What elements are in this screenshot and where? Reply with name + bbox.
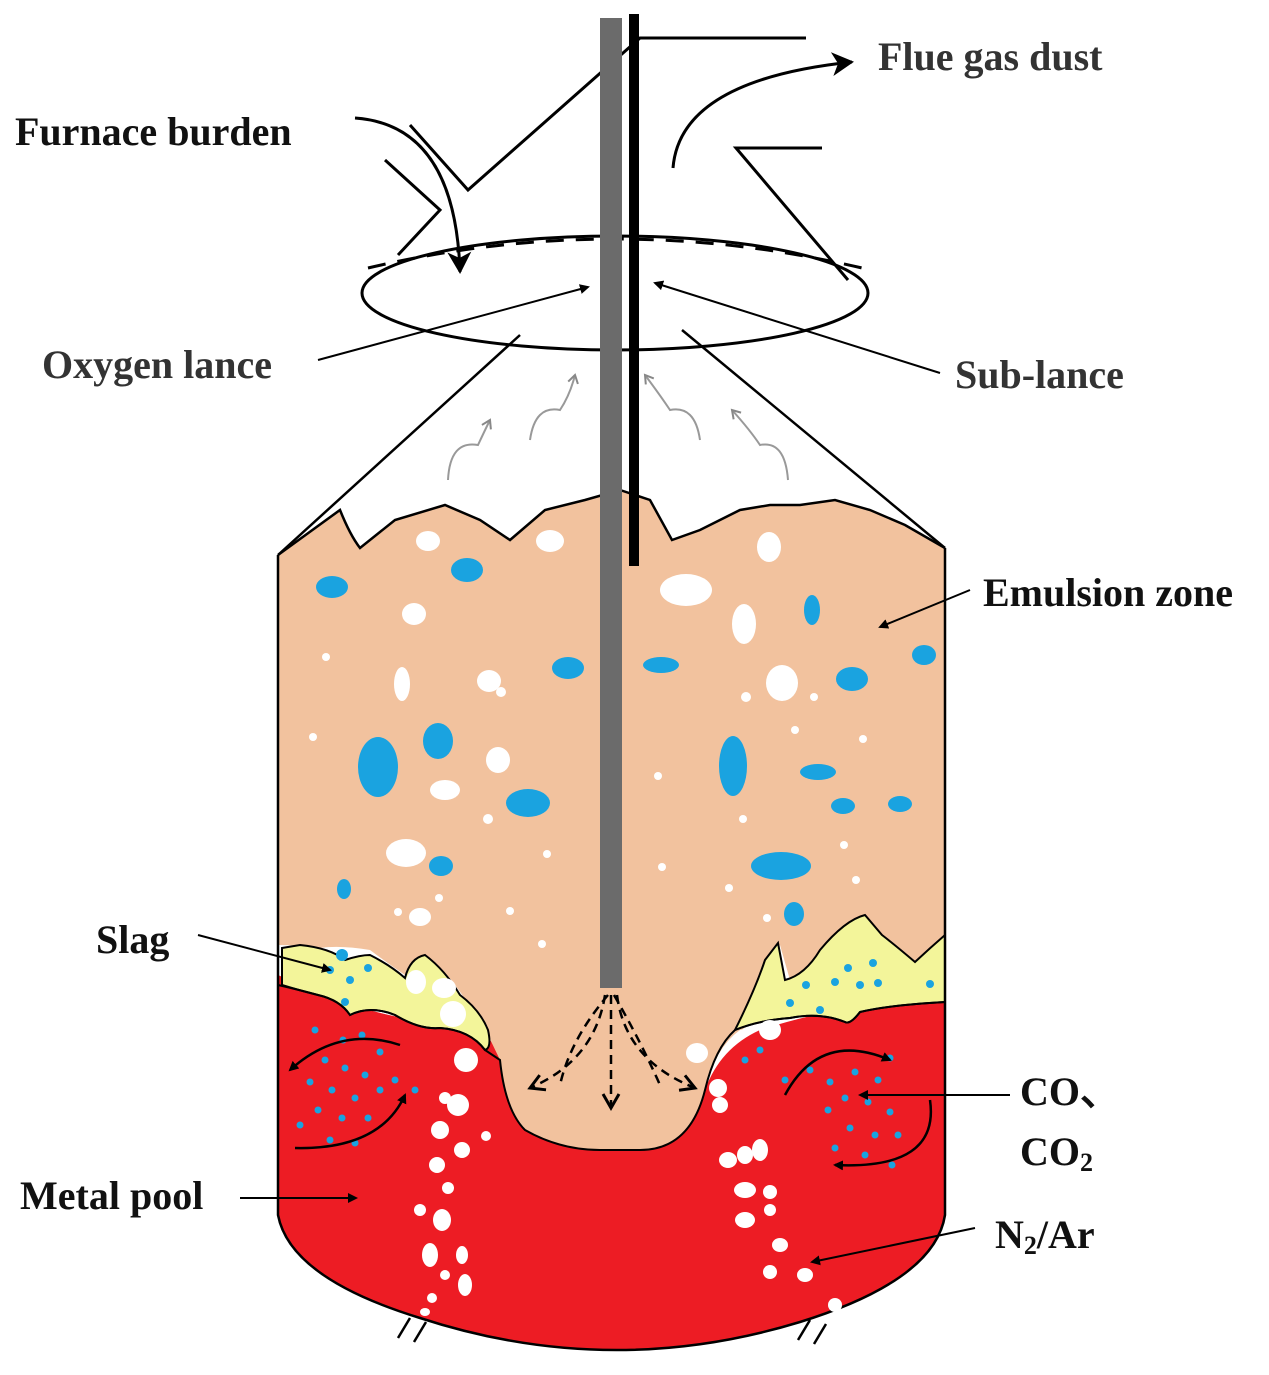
bottom-tuyeres: [396, 1317, 828, 1345]
furnace-burden-arrow: [354, 116, 472, 274]
label-flue-gas-dust: Flue gas dust: [878, 34, 1103, 79]
label-co2: CO2: [1020, 1129, 1093, 1177]
oxygen-lance-leader: [317, 284, 590, 361]
cone-left-wall: [277, 334, 521, 556]
flue-gas-arrow: [671, 52, 854, 169]
emulsion-top-surface: [277, 488, 946, 557]
vessel-outline: [276, 548, 947, 1352]
hood-left-inner: [383, 158, 443, 257]
label-slag: Slag: [96, 917, 170, 962]
label-n2-ar: N2/Ar: [995, 1212, 1095, 1260]
oxygen-lance: [600, 18, 622, 988]
circulation-arrows-left: [288, 1037, 407, 1150]
metal-surface-line: [277, 984, 946, 1151]
emulsion-zone-leader: [878, 589, 971, 629]
label-oxygen-lance: Oxygen lance: [42, 342, 272, 387]
hood-right: [732, 146, 850, 281]
circulation-arrows-right: [783, 1049, 933, 1171]
emulsion-blue-droplets: [316, 558, 936, 926]
bottom-blown-gas-plume-right: [709, 1020, 842, 1312]
emulsion-gas-bubbles: [309, 530, 867, 1063]
slag-droplets: [326, 949, 934, 1027]
cone-right-wall: [681, 329, 946, 549]
label-co: CO、: [1020, 1069, 1120, 1114]
slag-leader: [197, 934, 332, 973]
sub-lance-leader: [653, 280, 941, 374]
label-furnace-burden: Furnace burden: [15, 109, 292, 154]
bottom-blown-gas-plume-left: [414, 1048, 491, 1316]
label-sub-lance: Sub-lance: [955, 352, 1124, 397]
oxygen-jet-arrows: [527, 994, 698, 1112]
metal-co-bubbles-right: [741, 1046, 902, 1169]
label-metal-pool: Metal pool: [20, 1173, 204, 1218]
hood-left: [408, 36, 806, 193]
n2-ar-leader: [810, 1227, 976, 1266]
sub-lance: [629, 14, 639, 566]
rising-gas-arrows: [447, 373, 789, 481]
label-emulsion-zone: Emulsion zone: [983, 570, 1234, 615]
metal-pool-region: [278, 975, 945, 1351]
